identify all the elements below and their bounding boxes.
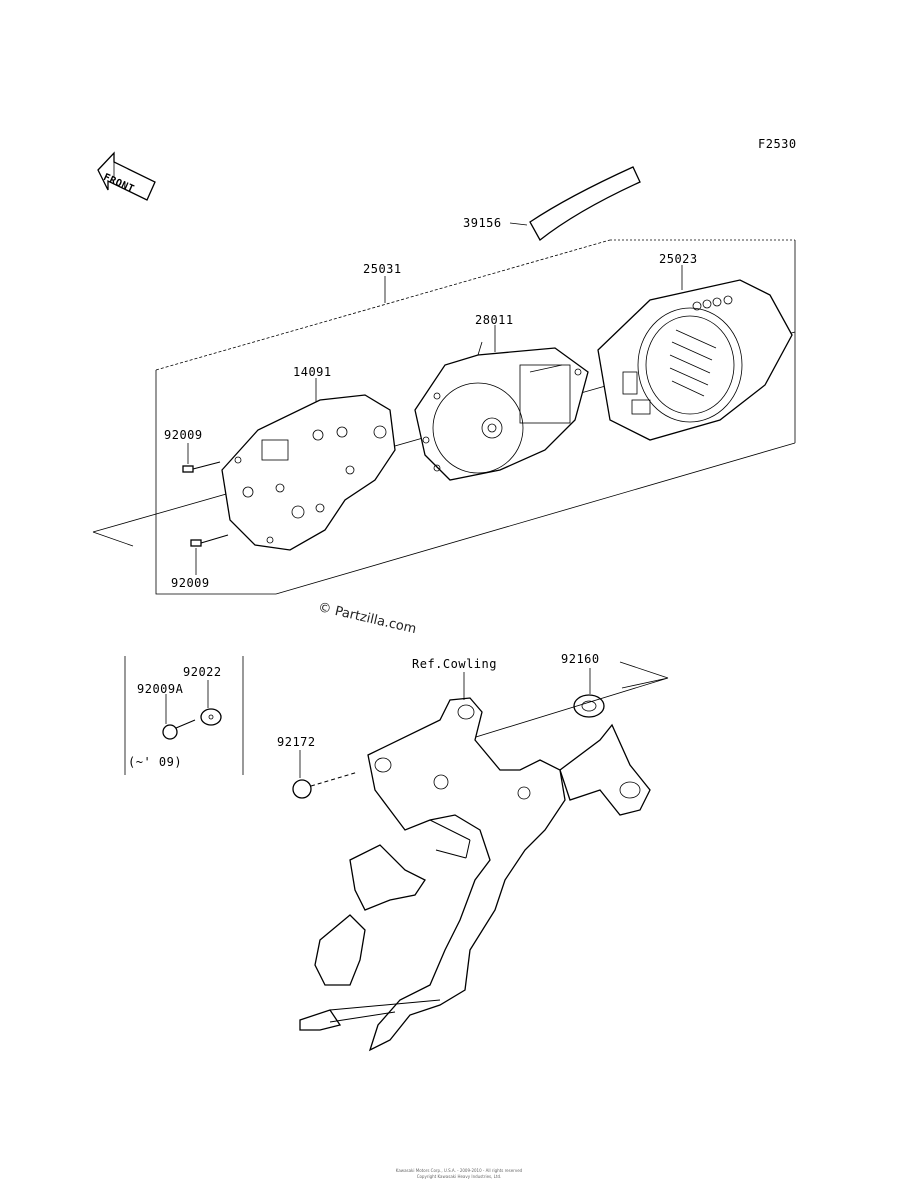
grommet-92160-part [573,694,605,718]
part-label-25023: 25023 [659,252,698,266]
part-label-92172: 92172 [277,735,316,749]
part-label-28011: 28011 [475,313,514,327]
meter-cover-part [597,279,793,441]
footer-line-1: Kawasaki Motors Corp., U.S.A. - 2009-201… [395,1168,523,1173]
screw-top-part [182,461,221,473]
footer-line-2: Copyright Kawasaki Heavy Industries, Ltd… [416,1174,502,1179]
part-label-92160: 92160 [561,652,600,666]
ref-cowling-label: Ref.Cowling [412,657,497,671]
front-arrow-icon [97,151,156,201]
part-label-25031: 25031 [363,262,402,276]
part-label-14091: 14091 [293,365,332,379]
part-label-92009-bottom: 92009 [171,576,210,590]
meter-assembly-part [414,341,589,481]
screw-bottom-part [190,534,229,547]
part-label-92009A: 92009A [137,682,184,696]
meter-stay-bracket-part [299,697,651,1052]
trim-strip-part [529,166,641,241]
bolt-92009A-part [162,719,196,740]
leader-39156 [509,222,528,226]
meter-case-part [221,394,396,551]
part-label-39156: 39156 [463,216,502,230]
screw-92172-part [292,771,359,799]
figure-code: F2530 [758,137,797,151]
inset-bracket [124,656,244,775]
part-label-92022: 92022 [183,665,222,679]
mount-axis-line-2 [619,661,669,679]
year-note: (~' 09) [128,755,183,769]
part-label-92009-top: 92009 [164,428,203,442]
washer-92022-part [200,708,222,726]
